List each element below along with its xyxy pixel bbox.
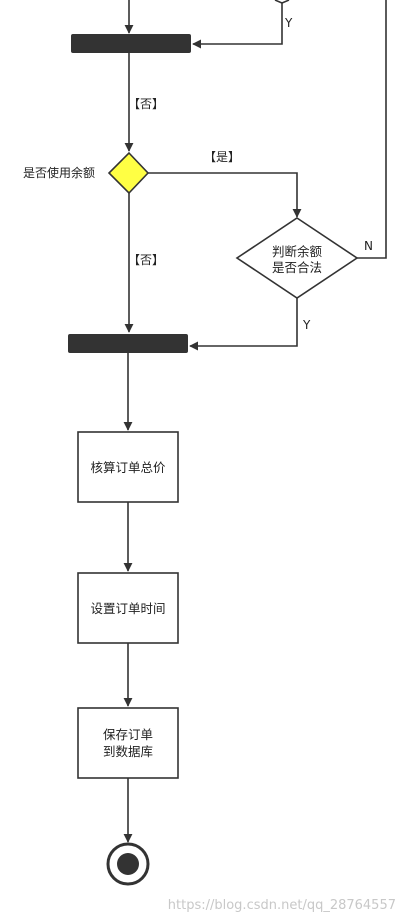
flow-n (357, 0, 387, 259)
node-save-order (77, 707, 179, 779)
merge-bar-top (71, 34, 191, 53)
merge-bar-bottom (68, 334, 188, 353)
node-calc-total (77, 431, 179, 503)
top-decision-partial (274, 0, 290, 4)
node-set-time (77, 572, 179, 644)
save-order-line2: 到数据库 (103, 744, 153, 759)
label-yes: 【是】 (204, 150, 240, 164)
save-order-line1: 保存订单 (103, 727, 153, 742)
label-use-balance: 是否使用余额 (23, 165, 95, 180)
flow-top-y (192, 3, 283, 49)
label-y-bottom: Y (302, 318, 311, 332)
flow-yes (148, 172, 302, 218)
label-y-top: Y (284, 16, 293, 30)
watermark: https://blog.csdn.net/qq_28764557 (168, 898, 396, 913)
check-balance-line2: 是否合法 (272, 260, 322, 275)
set-time-text: 设置订单时间 (90, 601, 165, 616)
decision-use-balance (107, 151, 150, 195)
label-n: N (364, 239, 373, 253)
end-node-inner (117, 853, 139, 875)
label-no-top: 【否】 (128, 97, 164, 111)
flow-y-bottom (189, 298, 298, 351)
check-balance-line1: 判断余额 (272, 244, 323, 259)
calc-total-text: 核算订单总价 (90, 460, 166, 475)
label-no: 【否】 (128, 253, 164, 267)
